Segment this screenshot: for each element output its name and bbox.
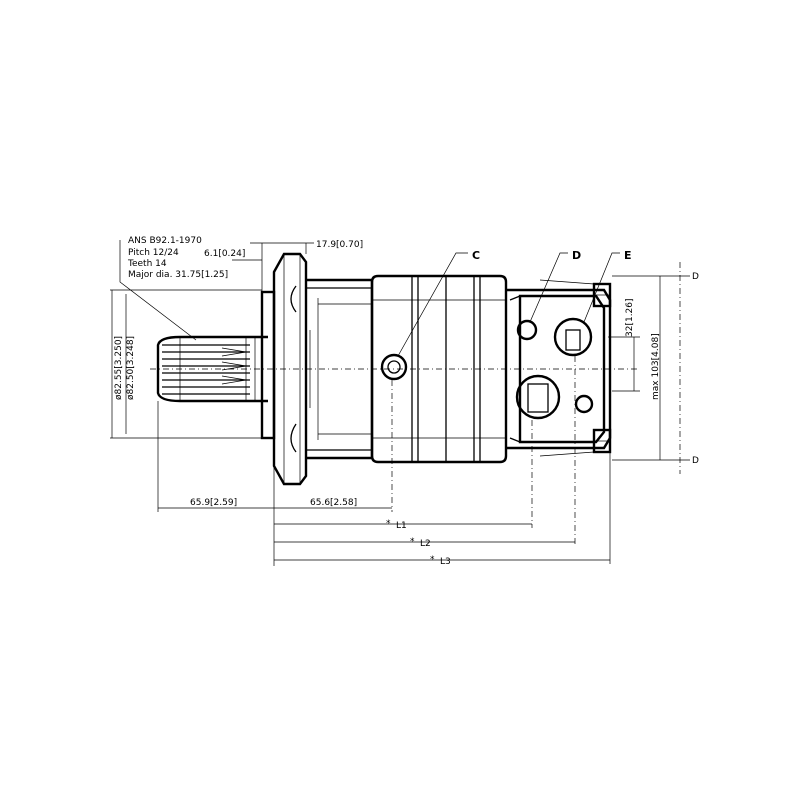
l2-star: * [410, 537, 415, 547]
spline-pitch-dim: 6.1[0.24] [204, 249, 245, 259]
callout-e: E [624, 249, 632, 262]
l1-label: L1 [396, 521, 407, 531]
motor-body [370, 274, 508, 464]
spline-pitch: Pitch 12/24 [128, 248, 179, 258]
bearing-housing [306, 278, 374, 460]
flange-to-port-text: 65.6[2.58] [310, 498, 357, 508]
port-e [553, 317, 593, 357]
section-label-bottom: D [692, 456, 699, 466]
callout-e-leader [583, 252, 620, 323]
l1-star: * [386, 519, 391, 529]
port-spacing-text: 32[1.26] [625, 298, 635, 337]
pilot-diameter-dim [110, 289, 262, 439]
l3-star: * [430, 555, 435, 565]
height-dims [608, 262, 690, 474]
max-height-text: max 103[4.08] [651, 333, 661, 400]
flange-thickness-text: 17.9[0.70] [316, 240, 363, 250]
section-label-top: D [692, 272, 699, 282]
callout-c: C [472, 249, 480, 262]
spline-shaft [156, 335, 268, 403]
spline-standard: ANS B92.1-1970 [128, 236, 202, 246]
spline-note-leader [119, 240, 197, 341]
callout-d: D [572, 249, 581, 262]
end-cover [506, 279, 612, 457]
l3-label: L3 [440, 557, 451, 567]
callout-c-leader [397, 252, 468, 357]
flange-thickness-dim [232, 242, 314, 292]
length-dims [157, 356, 611, 566]
callout-d-leader [529, 252, 568, 323]
main-port [515, 374, 561, 420]
spline-major-dia: Major dia. 31.75[1.25] [128, 270, 228, 280]
pilot-dia-min-text: ø82.50[3.248] [126, 336, 136, 400]
spline-teeth: Teeth 14 [127, 259, 167, 269]
l2-label: L2 [420, 539, 431, 549]
pilot-dia-max-text: ø82.55[3.250] [114, 336, 124, 400]
mounting-flange [260, 252, 308, 486]
port-d-bottom [574, 394, 594, 414]
shaft-length-text: 65.9[2.59] [190, 498, 237, 508]
port-d-top [516, 319, 538, 341]
